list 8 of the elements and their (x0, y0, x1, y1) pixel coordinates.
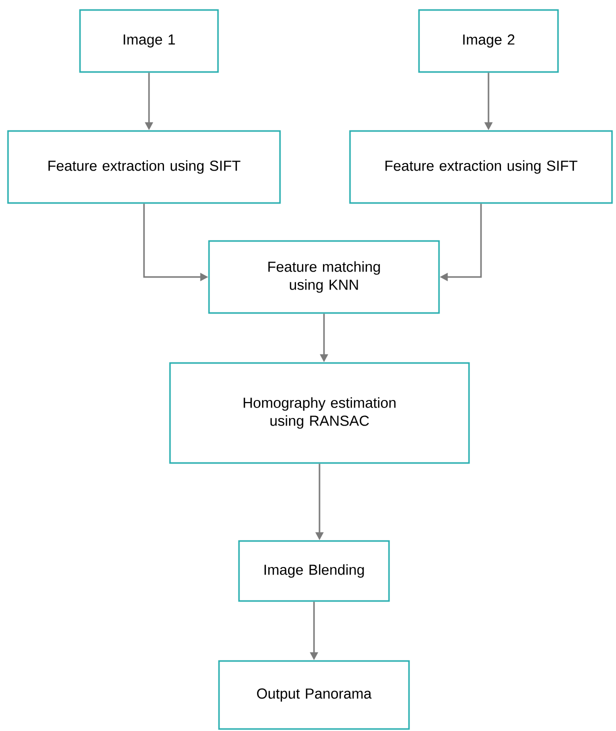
process-box: Homography estimation using RANSAC (169, 362, 470, 464)
process-box: Image Blending (238, 540, 390, 602)
process-box: Image 2 (418, 9, 559, 73)
process-box: Feature extraction using SIFT (349, 130, 613, 204)
process-box: Feature extraction using SIFT (7, 130, 281, 204)
process-box: Image 1 (79, 9, 219, 73)
process-box: Output Panorama (218, 660, 410, 730)
process-box: Feature matching using KNN (208, 240, 440, 314)
